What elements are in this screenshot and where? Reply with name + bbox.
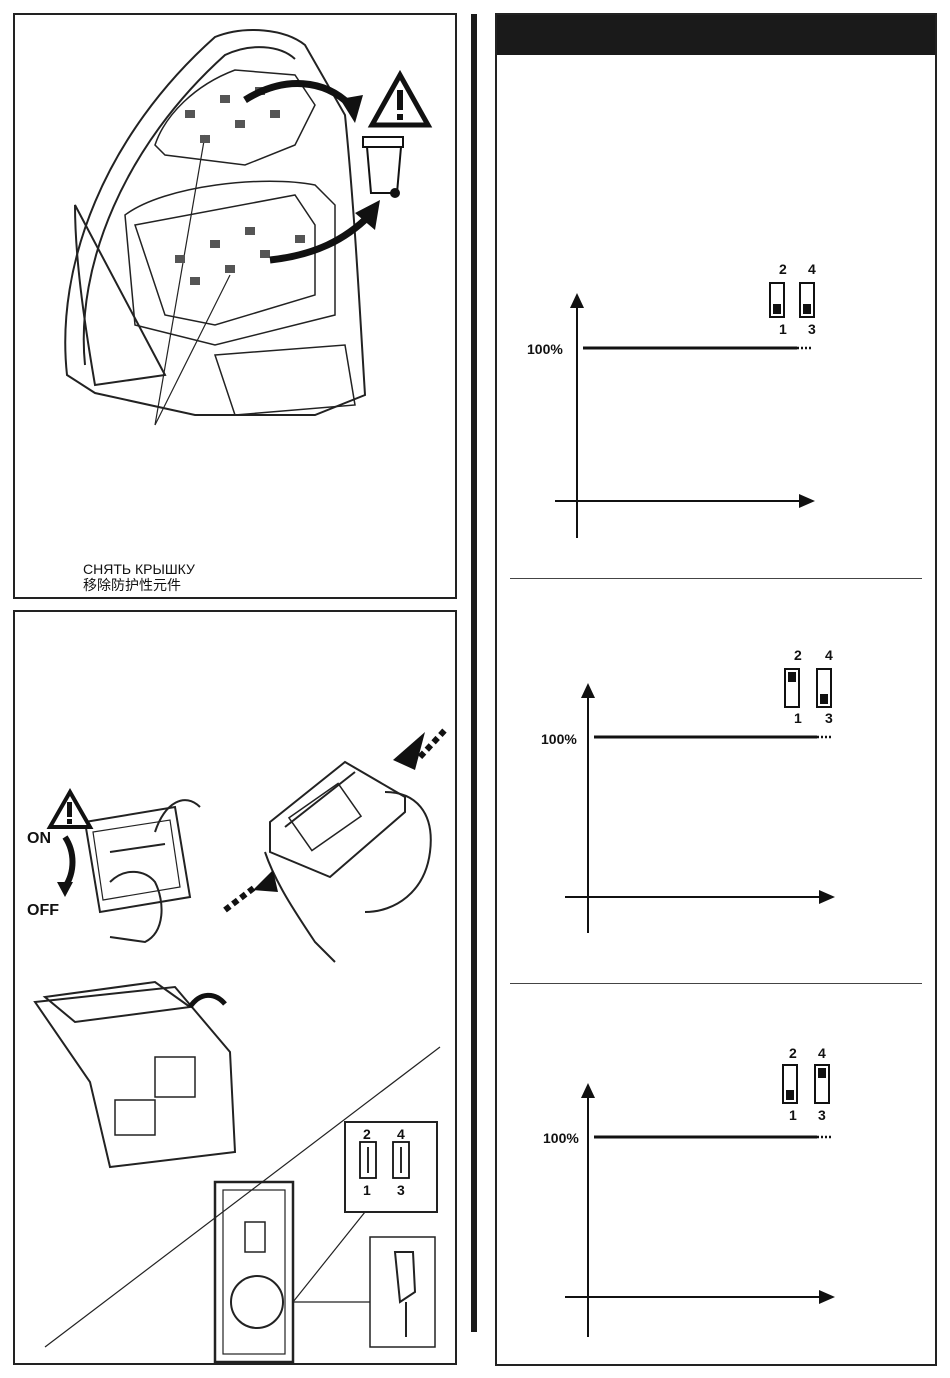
- g3-switch-3: 3: [818, 1107, 826, 1123]
- g2-switch-1: 1: [794, 710, 802, 726]
- warning-icon: [372, 75, 428, 125]
- switch-number-1: 1: [363, 1182, 371, 1198]
- graph-divider: [510, 983, 922, 984]
- g3-switch-4: 4: [818, 1045, 826, 1061]
- remove-cover-panel: СНЯТЬ КРЫШКУ 移除防护性元件: [13, 13, 457, 599]
- graph-divider: [510, 578, 922, 579]
- g3-switch-1: 1: [789, 1107, 797, 1123]
- warning-icon: [50, 792, 90, 827]
- g1-switch-2: 2: [779, 261, 787, 277]
- remove-cover-caption-zh: 移除防护性元件: [83, 578, 181, 593]
- g2-switch-2: 2: [794, 647, 802, 663]
- switch-number-2: 2: [363, 1126, 371, 1142]
- g2-switch-3: 3: [825, 710, 833, 726]
- g1-switch-4: 4: [808, 261, 816, 277]
- remove-cover-illustration: [15, 15, 455, 595]
- remove-cover-caption-ru: СНЯТЬ КРЫШКУ: [83, 562, 195, 577]
- g1-switch-1: 1: [779, 321, 787, 337]
- g3-switch-2: 2: [789, 1045, 797, 1061]
- g1-switch-3: 3: [808, 321, 816, 337]
- settings-panel: 100% 100%: [495, 13, 937, 1366]
- off-label: OFF: [27, 902, 59, 920]
- switch-setting-panel: ON OFF 2 4 1 3: [13, 610, 457, 1365]
- switch-number-4: 4: [397, 1126, 405, 1142]
- zoom-dip-switch: [360, 1142, 409, 1178]
- trash-bin-icon: [363, 137, 403, 197]
- g2-switch-4: 4: [825, 647, 833, 663]
- settings-header: [497, 15, 935, 55]
- on-label: ON: [27, 830, 51, 848]
- switch-setting-illustration: [15, 612, 455, 1362]
- switch-number-3: 3: [397, 1182, 405, 1198]
- column-separator: [471, 14, 477, 1332]
